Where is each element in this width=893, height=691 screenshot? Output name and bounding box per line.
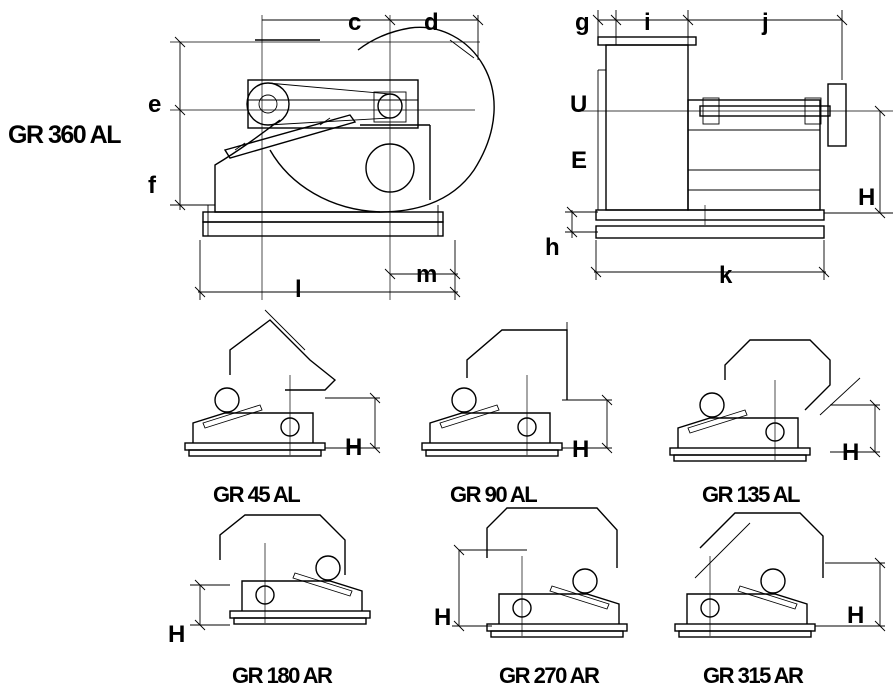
dim-h: h	[545, 234, 560, 261]
dim-m: m	[416, 261, 437, 288]
dim-g: g	[575, 9, 590, 36]
variant-gr270-label: GR 270 AR	[499, 663, 600, 688]
variant-gr180: H GR 180 AR	[168, 514, 371, 688]
dim-H: H	[858, 184, 875, 211]
dim-l: l	[295, 276, 302, 303]
dim-i: i	[644, 9, 651, 36]
variant-gr135-dim: H	[842, 439, 859, 466]
variant-gr315: H GR 315 AR	[674, 512, 886, 688]
variant-gr180-dim: H	[168, 621, 185, 648]
variant-gr45-label: GR 45 AL	[213, 482, 300, 507]
dim-k: k	[719, 262, 733, 289]
dim-E: E	[571, 147, 587, 174]
variant-gr270-dim: H	[434, 604, 451, 631]
variant-gr315-label: GR 315 AR	[703, 663, 804, 688]
variant-gr135-label: GR 135 AL	[702, 482, 800, 507]
variant-gr45: H GR 45 AL	[184, 309, 381, 507]
variant-gr135: H GR 135 AL	[669, 339, 881, 507]
variant-gr90: H GR 90 AL	[421, 322, 613, 507]
variant-gr315-dim: H	[847, 602, 864, 629]
variant-gr270: H GR 270 AR	[434, 507, 628, 688]
variant-gr180-label: GR 180 AR	[232, 663, 333, 688]
side-view: g i j U E H h k	[545, 9, 893, 289]
dim-d: d	[424, 9, 439, 36]
variant-gr90-dim: H	[572, 436, 589, 463]
variant-gr45-dim: H	[345, 434, 362, 461]
dim-j: j	[761, 9, 769, 36]
variant-gr90-label: GR 90 AL	[450, 482, 537, 507]
main-view-gr360: GR 360 AL	[8, 9, 495, 303]
dim-f: f	[148, 172, 157, 199]
dim-U: U	[570, 91, 587, 118]
main-view-title: GR 360 AL	[8, 121, 121, 149]
dim-c: c	[348, 9, 361, 36]
dim-e: e	[148, 91, 161, 118]
